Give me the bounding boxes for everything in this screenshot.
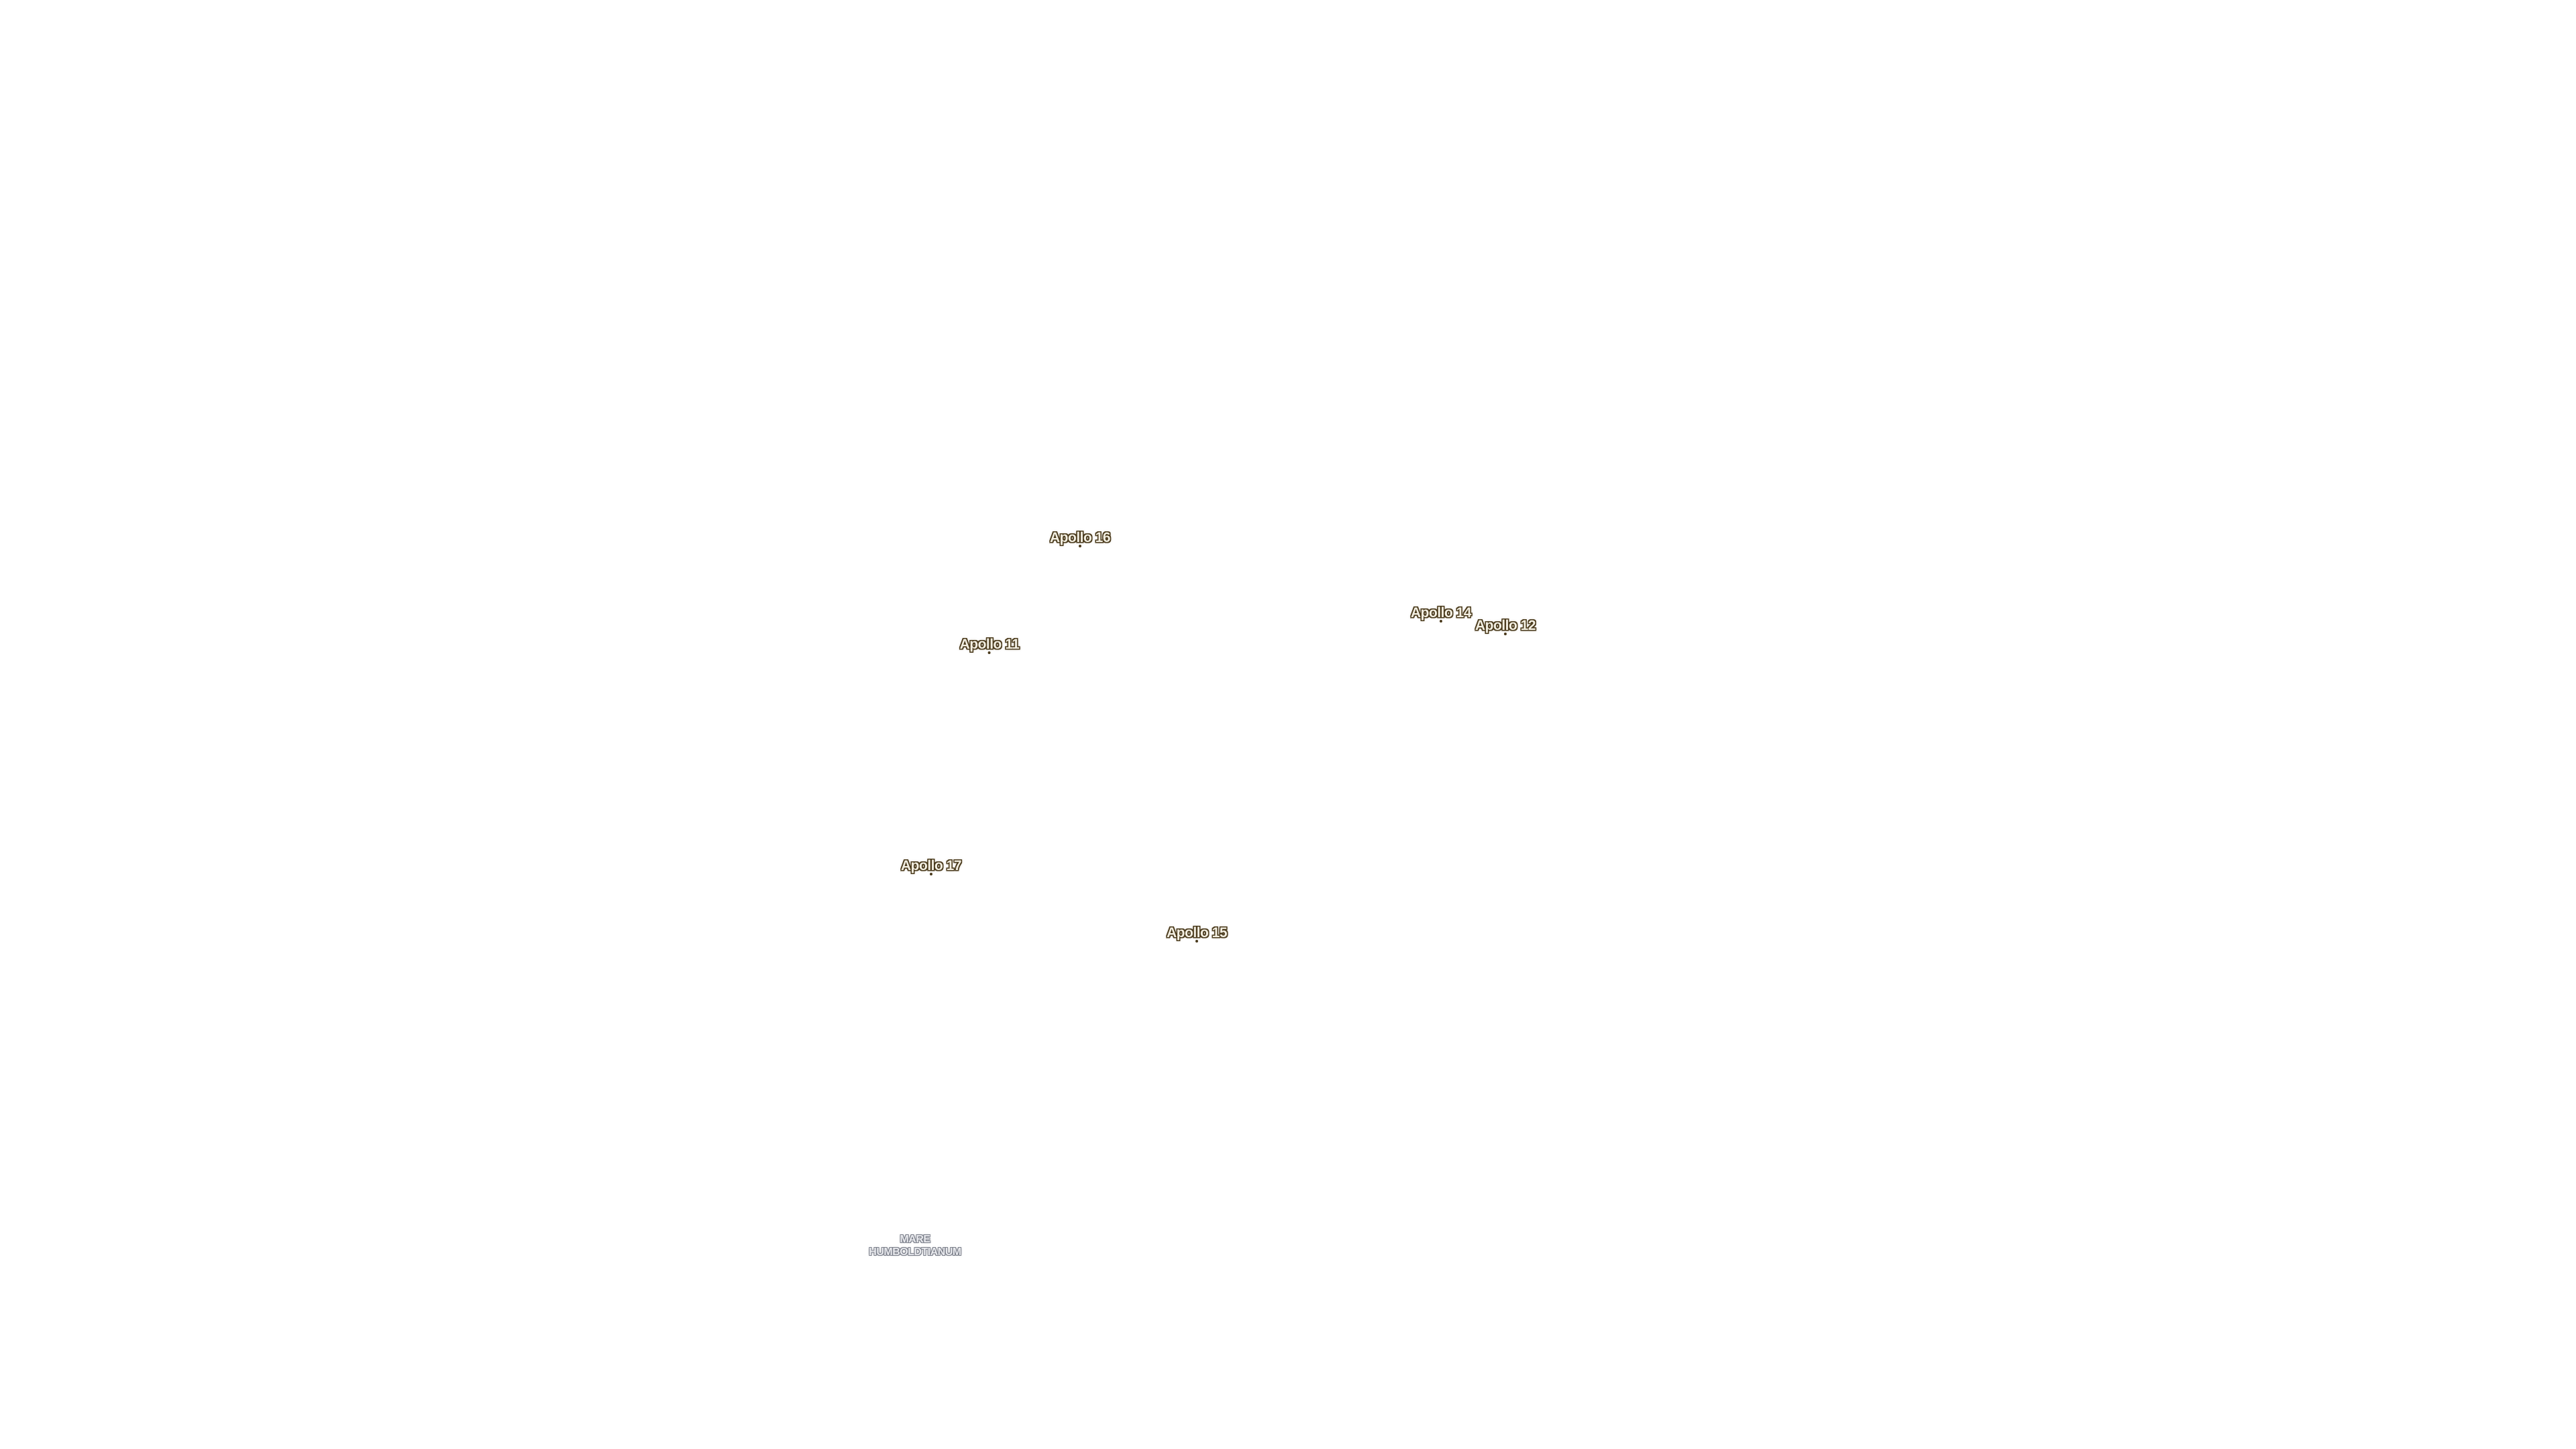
marker-label: Apollo 17 xyxy=(900,858,962,873)
marker-label: Apollo 11 xyxy=(959,637,1020,652)
marker-apollo-16[interactable]: Apollo 16 xyxy=(1049,530,1111,547)
marker-apollo-15[interactable]: Apollo 15 xyxy=(1166,925,1228,943)
region-label-line: HUMBOLDTIANUM xyxy=(869,1246,961,1258)
marker-dot-icon xyxy=(1078,545,1081,547)
marker-apollo-11[interactable]: Apollo 11 xyxy=(959,637,1020,654)
marker-dot-icon xyxy=(1503,633,1507,635)
marker-apollo-12[interactable]: Apollo 12 xyxy=(1474,618,1536,635)
region-label-mare-humboldtianum: MARE HUMBOLDTIANUM xyxy=(869,1233,961,1258)
region-label-line: MARE xyxy=(900,1234,930,1245)
marker-label: Apollo 16 xyxy=(1049,530,1111,545)
marker-apollo-14[interactable]: Apollo 14 xyxy=(1410,605,1472,623)
marker-label: Apollo 15 xyxy=(1166,925,1228,941)
marker-dot-icon xyxy=(1195,940,1198,943)
marker-dot-icon xyxy=(987,651,991,654)
marker-label: Apollo 14 xyxy=(1410,605,1472,621)
marker-dot-icon xyxy=(929,873,932,875)
marker-apollo-17[interactable]: Apollo 17 xyxy=(900,858,962,875)
marker-dot-icon xyxy=(1439,620,1442,623)
marker-label: Apollo 12 xyxy=(1474,618,1536,633)
